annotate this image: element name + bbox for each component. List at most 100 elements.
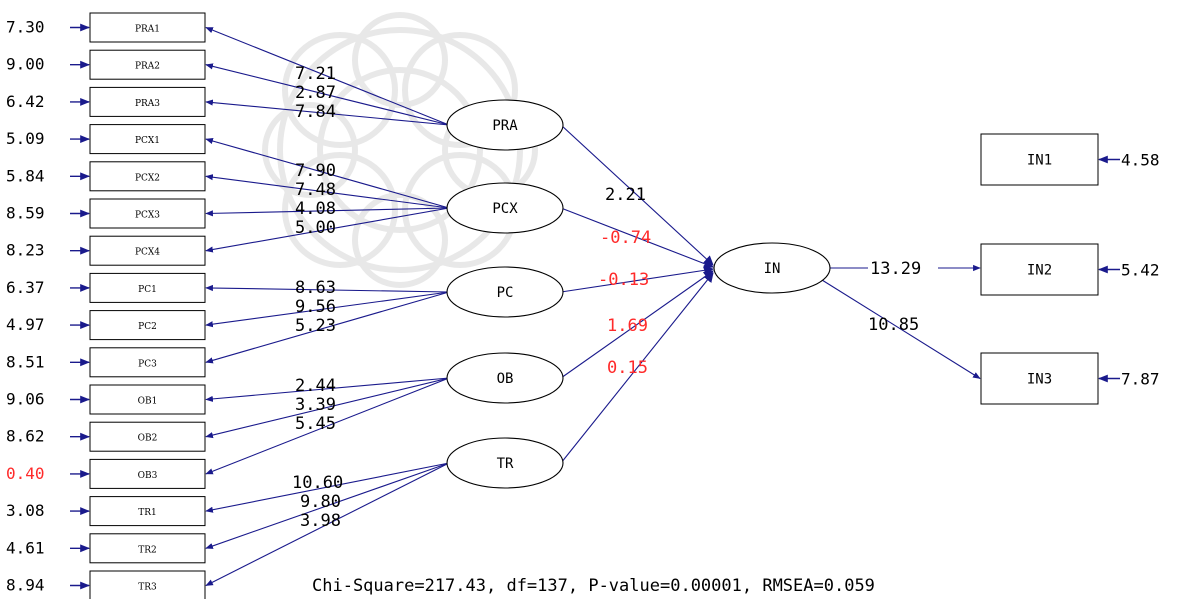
outcome-error-in2: 5.42 — [1121, 261, 1160, 280]
indicator-box-pc3 — [89, 347, 206, 378]
structural-coef-tr: 0.15 — [607, 358, 648, 378]
loading-value-pcx4: 5.00 — [295, 218, 336, 238]
structural-path-pra — [560, 124, 714, 266]
outcome-path-in3 — [821, 279, 981, 379]
indicator-label-pc2: PC2 — [138, 322, 157, 332]
error-variance-ob3: 0.40 — [6, 464, 45, 483]
error-variance-pra2: 9.00 — [6, 55, 45, 74]
loading-value-pc1: 8.63 — [295, 278, 336, 298]
error-variance-pra3: 6.42 — [6, 92, 45, 111]
outcome-loading-in2: 13.29 — [870, 259, 921, 279]
indicator-label-ob2: OB2 — [138, 434, 158, 444]
loading-path-ob1 — [205, 377, 450, 402]
outcome-label-in1: IN1 — [1027, 153, 1052, 169]
outcome-label-in3: IN3 — [1027, 372, 1052, 388]
indicator-label-pc1: PC1 — [138, 285, 157, 295]
indicator-box-tr3 — [89, 570, 206, 599]
structural-path-pc — [560, 265, 714, 293]
indicator-box-pc2 — [89, 310, 206, 341]
indicator-label-tr1: TR1 — [138, 508, 157, 518]
indicator-label-tr2: TR2 — [138, 545, 157, 555]
indicator-label-ob1: OB1 — [138, 397, 158, 407]
indicator-label-ob3: OB3 — [138, 471, 158, 481]
loading-path-pcx3 — [205, 207, 450, 217]
error-variance-ob2: 8.62 — [6, 427, 45, 446]
indicator-box-pcx4 — [89, 235, 206, 266]
indicator-label-pcx2: PCX2 — [135, 173, 160, 183]
loading-value-pc3: 5.23 — [295, 316, 336, 336]
loading-value-tr3: 3.98 — [300, 511, 341, 531]
error-variance-tr2: 4.61 — [6, 538, 45, 557]
indicator-box-pra1 — [89, 12, 206, 43]
loading-path-tr1 — [205, 462, 450, 513]
indicator-box-ob1 — [89, 384, 206, 415]
indicator-label-pcx3: PCX3 — [135, 211, 160, 221]
loading-path-pc2 — [205, 291, 450, 328]
loading-path-ob2 — [205, 377, 450, 439]
latent-ellipse-in — [713, 242, 831, 294]
outcome-loading-in3: 10.85 — [868, 315, 919, 335]
indicator-label-pra2: PRA2 — [135, 62, 160, 72]
indicator-box-ob2 — [89, 421, 206, 452]
latent-ellipse-pra — [446, 99, 564, 151]
latent-label-pcx: PCX — [492, 201, 518, 217]
error-variance-ob1: 9.06 — [6, 390, 45, 409]
indicator-box-pra3 — [89, 86, 206, 117]
indicator-label-pra3: PRA3 — [135, 99, 160, 109]
loading-path-pcx2 — [205, 174, 450, 209]
indicator-box-pcx3 — [89, 198, 206, 229]
loading-path-pra3 — [205, 99, 450, 126]
loading-value-ob2: 3.39 — [295, 395, 336, 415]
outcome-label-in2: IN2 — [1027, 263, 1052, 279]
structural-coef-pcx: -0.74 — [600, 228, 651, 248]
loading-path-pcx1 — [205, 138, 450, 209]
outcome-box-in1 — [980, 133, 1099, 186]
loading-value-pc2: 9.56 — [295, 297, 336, 317]
latent-ellipse-pcx — [446, 182, 564, 234]
indicator-box-ob3 — [89, 458, 206, 489]
indicator-label-pcx4: PCX4 — [135, 248, 160, 258]
latent-label-in: IN — [764, 261, 781, 277]
loading-value-pra2: 2.87 — [295, 83, 336, 103]
error-variance-pc2: 4.97 — [6, 315, 45, 334]
loading-value-tr2: 9.80 — [300, 492, 341, 512]
indicator-box-pcx1 — [89, 124, 206, 155]
error-variance-pcx3: 8.59 — [6, 204, 45, 223]
outcome-error-in3: 7.87 — [1121, 370, 1160, 389]
indicator-box-pcx2 — [89, 161, 206, 192]
latent-ellipse-ob — [446, 352, 564, 404]
loading-path-tr3 — [205, 462, 450, 586]
latent-label-tr: TR — [497, 456, 514, 472]
loading-value-ob1: 2.44 — [295, 376, 336, 396]
indicator-label-pc3: PC3 — [138, 359, 157, 369]
error-variance-pc1: 6.37 — [6, 278, 45, 297]
structural-path-pcx — [560, 207, 714, 269]
structural-coef-ob: 1.69 — [607, 316, 648, 336]
indicator-box-pra2 — [89, 49, 206, 80]
indicator-box-tr2 — [89, 533, 206, 564]
structural-coef-pra: 2.21 — [605, 185, 646, 205]
structural-path-tr — [560, 272, 714, 464]
loading-value-pcx1: 7.90 — [295, 161, 336, 181]
indicator-label-pra1: PRA1 — [135, 25, 160, 35]
indicator-box-pc1 — [89, 272, 206, 303]
loading-path-pcx4 — [205, 207, 450, 253]
loading-value-pra3: 7.84 — [295, 102, 336, 122]
latent-ellipse-pc — [446, 266, 564, 318]
indicator-box-tr1 — [89, 496, 206, 527]
latent-ellipse-tr — [446, 437, 564, 489]
outcome-error-in1: 4.58 — [1121, 151, 1160, 170]
outcome-box-in3 — [980, 352, 1099, 405]
loading-value-pcx3: 4.08 — [295, 199, 336, 219]
loading-value-ob3: 5.45 — [295, 414, 336, 434]
structural-path-ob — [560, 270, 714, 379]
loading-value-tr1: 10.60 — [292, 473, 343, 493]
loading-value-pcx2: 7.48 — [295, 180, 336, 200]
error-variance-pcx1: 5.09 — [6, 129, 45, 148]
loading-path-pra1 — [205, 26, 450, 126]
loading-path-pc3 — [205, 291, 450, 364]
loading-path-tr2 — [205, 462, 450, 549]
error-variance-pcx4: 8.23 — [6, 241, 45, 260]
loading-path-pra2 — [205, 63, 450, 126]
